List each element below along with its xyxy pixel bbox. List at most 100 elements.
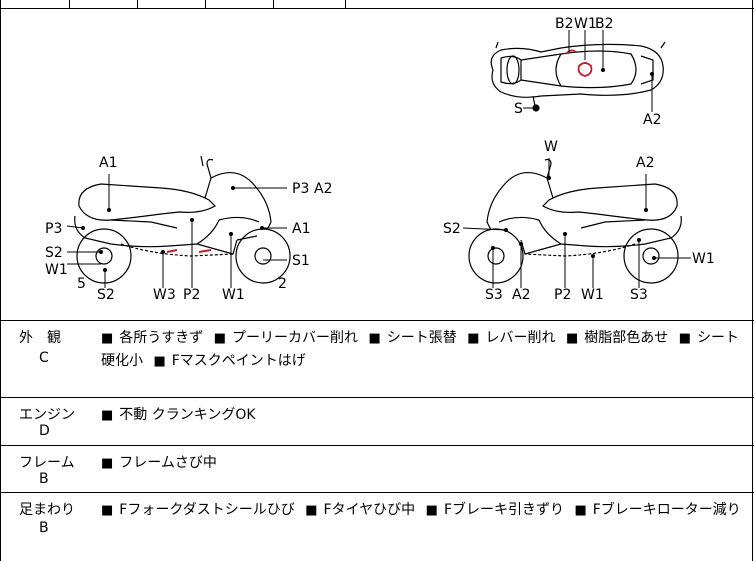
condition-item: ■ 樹脂部色あせ [566,330,668,346]
section-exterior: 外 観 C ■ 各所うすきず ■ プーリーカバー削れ ■ シート張替 ■ レバー削れ ■… [1,321,754,398]
label-left-a1b: A1 [292,221,310,237]
condition-item-text: Fブレーキ引きずり [443,502,564,518]
condition-item-text: 樹脂部色あせ [584,330,669,346]
point-dot [650,72,654,76]
condition-item: ■シート硬化小 [101,330,739,369]
label-left-s2b: S2 [97,287,115,303]
bullet-square-icon: ■ [213,331,227,346]
grade-label: B [39,471,49,487]
label-right-s2: S2 [443,221,461,237]
label-right-s3: S3 [485,287,503,303]
label-left-a1: A1 [99,155,117,171]
section-frame: フレーム B ■ フレームさび中 [1,446,754,493]
left-view-dots [81,186,264,272]
bullet-square-icon: ■ [101,456,114,471]
bullet-square-icon: ■ [305,503,318,518]
condition-item: ■ 各所うすきず [101,330,203,346]
condition-item: ■ Fマスクペイントはげ [153,353,305,369]
top-view-scooter [490,41,666,112]
item-list: ■ Fフォークダストシールひび ■ Fタイヤひび中 ■ Fブレーキ引きずり ■ Fブレー… [101,499,746,522]
category-label: エンジン [19,407,75,423]
category-label: 外 観 [19,330,61,346]
header-row-remnant [1,0,754,9]
bullet-square-icon: ■ [101,408,114,423]
label-left-p3b: P3 [292,181,309,197]
bullet-square-icon: ■ [368,331,381,346]
category-label: 足まわり [19,502,75,518]
condition-item: ■ Fブレーキ引きずり [426,502,564,518]
condition-item-text: Fタイヤひび中 [323,502,416,518]
header-cell [273,0,346,8]
grade-label: C [39,350,49,366]
label-left-s1: S1 [292,253,310,269]
label-right-s3b: S3 [630,287,648,303]
condition-item: ■ Fフォークダストシールひび [101,502,295,518]
grade-label: B [39,520,49,536]
right-view-scooter [468,158,682,284]
condition-item: ■ Fブレーキローター減り [574,502,740,518]
label-right-a2: A2 [636,155,654,171]
bullet-square-icon: ■ [425,503,438,518]
label-left-s2: S2 [45,245,63,261]
section-engine: エンジン D ■ 不動 クランキングOK [1,398,754,446]
damage-mark-top2 [577,62,593,77]
bullet-square-icon: ■ [467,331,480,346]
bullet-square-icon: ■ [678,331,692,346]
header-cell [137,0,206,8]
right-view-dots [491,176,656,260]
condition-item: ■ プーリーカバー削れ [214,330,358,346]
label-left-w1: W1 [45,262,68,278]
header-cell [205,0,274,8]
label-right-w1b: W1 [581,287,604,303]
bullet-square-icon: ■ [566,331,579,346]
label-right-p2: P2 [554,287,571,303]
bullet-square-icon: ■ [574,503,587,518]
category-label: フレーム [19,455,75,471]
condition-item: ■ 不動 クランキングOK [101,407,256,423]
left-view-leaders [66,174,287,288]
condition-item-text: プーリーカバー削れ [232,330,359,346]
label-right-a2b: A2 [512,287,530,303]
condition-item: ■ レバー削れ [467,330,555,346]
section-suspension: 足まわり B ■ Fフォークダストシールひび ■ Fタイヤひび中 ■ Fブレーキ引きず… [1,493,754,561]
header-cell [69,0,138,8]
condition-item-text: Fフォークダストシールひび [119,502,295,518]
top-view-leaders [523,30,653,112]
condition-item-text: シート硬化小 [101,330,740,369]
condition-item-text: 各所うすきず [119,330,204,346]
condition-item-text: レバー削れ [485,330,556,346]
label-top-b2b: B2 [595,16,614,32]
label-left-5: 5 [77,276,86,292]
label-left-a2: A2 [314,181,332,197]
damage-mark-left [166,249,212,253]
item-list: ■ 各所うすきず ■ プーリーカバー削れ ■ シート張替 ■ レバー削れ ■ 樹脂部色あせ… [101,327,746,373]
condition-item-text: シート張替 [386,330,457,346]
damage-mark-top1 [565,49,577,55]
header-cell [1,0,70,8]
right-view-leaders [462,158,691,288]
bullet-square-icon: ■ [153,354,166,369]
bullet-square-icon: ■ [101,503,114,518]
label-top-w1: W1 [574,16,597,32]
label-right-w: W [544,139,558,155]
condition-item: ■ Fタイヤひび中 [305,502,415,518]
condition-item-text: Fマスクペイントはげ [171,353,306,369]
condition-item-text: 不動 クランキングOK [119,407,256,423]
damage-diagram: B2 W1 B2 S A2 [1,8,754,321]
condition-item-text: Fブレーキローター減り [592,502,741,518]
scooter-diagram-svg: B2 W1 B2 S A2 [45,16,715,303]
grade-label: D [39,423,50,439]
condition-item: ■ シート張替 [369,330,457,346]
bullet-square-icon: ■ [101,331,114,346]
left-view-scooter [74,155,291,284]
label-top-b2: B2 [555,16,574,32]
label-left-p3: P3 [45,221,62,237]
label-top-a2: A2 [643,112,661,128]
condition-item: ■ フレームさび中 [101,455,217,471]
point-dot [601,68,605,72]
label-left-2: 2 [278,276,287,292]
condition-item-text: フレームさび中 [119,455,217,471]
item-list: ■ フレームさび中 [101,452,746,475]
label-left-w1b: W1 [222,287,245,303]
